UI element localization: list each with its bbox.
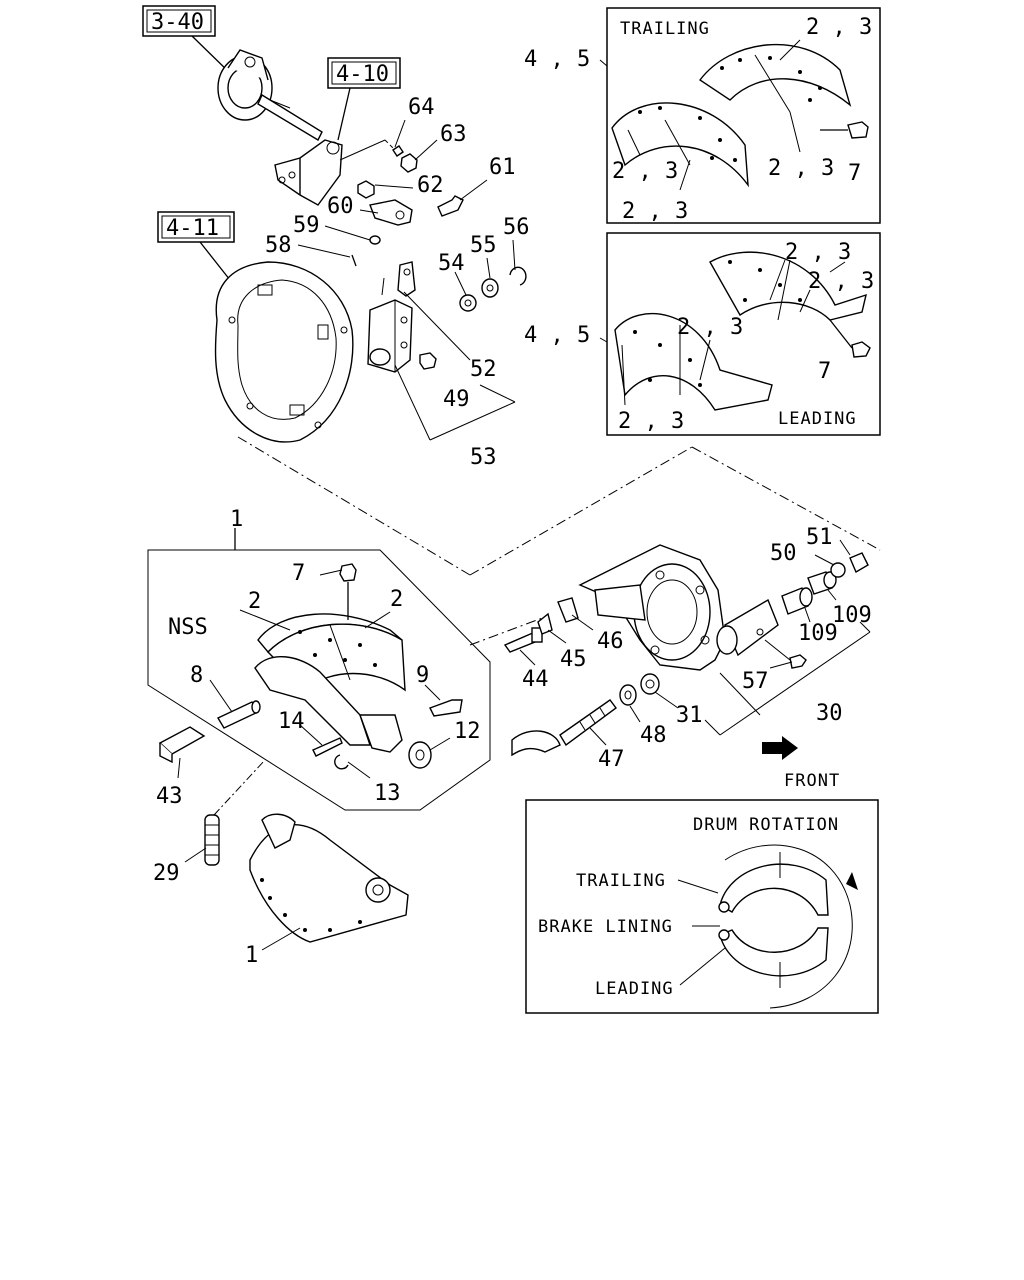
brake-lining-label: BRAKE LINING bbox=[538, 917, 673, 937]
callout-52: 52 bbox=[470, 357, 497, 382]
callout-49: 49 bbox=[443, 387, 470, 412]
callout-109-b: 109 bbox=[798, 621, 838, 646]
callout-53: 53 bbox=[470, 445, 497, 470]
callout-58: 58 bbox=[265, 233, 292, 258]
callout-50: 50 bbox=[770, 541, 797, 566]
callout-43: 43 bbox=[156, 784, 183, 809]
ref-label-4-10: 4-10 bbox=[336, 62, 389, 87]
callout-48: 48 bbox=[640, 723, 667, 748]
lower-shoe-drawing bbox=[158, 726, 409, 943]
trailing-lining-panel: TRAILING bbox=[606, 7, 881, 224]
callout-63: 63 bbox=[440, 122, 467, 147]
callout-7-leading: 7 bbox=[818, 359, 831, 384]
callout-55: 55 bbox=[470, 233, 497, 258]
trailing-label: TRAILING bbox=[576, 871, 666, 891]
front-label: FRONT bbox=[784, 771, 840, 791]
callout-56: 56 bbox=[503, 215, 530, 240]
nss-label: NSS bbox=[168, 615, 208, 640]
callout-51: 51 bbox=[806, 525, 833, 550]
callout-2-3-t3: 2 , 3 bbox=[768, 156, 834, 181]
callout-60: 60 bbox=[327, 194, 354, 219]
ref-label-3-40: 3-40 bbox=[151, 10, 204, 35]
callout-8: 8 bbox=[190, 663, 203, 688]
callout-30: 30 bbox=[816, 701, 843, 726]
callout-54: 54 bbox=[438, 251, 465, 276]
callout-13: 13 bbox=[374, 781, 401, 806]
callout-59: 59 bbox=[293, 213, 320, 238]
leading-label: LEADING bbox=[595, 979, 674, 999]
spider-bracket-drawing bbox=[503, 544, 871, 757]
backing-plate-drawing bbox=[199, 241, 354, 443]
drum-rotation-label: DRUM ROTATION bbox=[693, 815, 839, 835]
callout-12: 12 bbox=[454, 719, 481, 744]
callout-47: 47 bbox=[598, 747, 625, 772]
brake-chamber-drawing bbox=[191, 35, 323, 141]
callouts: 64 63 61 62 60 59 58 56 55 54 52 49 53 4… bbox=[153, 15, 874, 968]
shoe-assembly-group bbox=[147, 528, 491, 811]
callout-2-3-l3: 2 , 3 bbox=[677, 315, 743, 340]
callout-2-right: 2 bbox=[390, 587, 403, 612]
callout-leaders bbox=[177, 39, 851, 951]
callout-44: 44 bbox=[522, 667, 549, 692]
trailing-panel-title: TRAILING bbox=[620, 19, 710, 39]
callout-4-5-trailing: 4 , 5 bbox=[524, 47, 590, 72]
leading-lining-panel: LEADING bbox=[606, 232, 881, 436]
alignment-lines bbox=[237, 436, 881, 646]
ref-box-4-10[interactable]: 4-10 bbox=[327, 57, 401, 89]
drum-rotation-panel: DRUM ROTATION TRAILING BRAKE LINING LEAD… bbox=[525, 799, 879, 1014]
ref-label-4-11: 4-11 bbox=[166, 216, 219, 241]
leading-panel-title: LEADING bbox=[778, 409, 857, 429]
callout-4-5-leading: 4 , 5 bbox=[524, 323, 590, 348]
callout-2-3-l4: 2 , 3 bbox=[618, 409, 684, 434]
callout-109-a: 109 bbox=[832, 603, 872, 628]
callout-2-3-t4: 2 , 3 bbox=[622, 199, 688, 224]
callout-1-assembly: 1 bbox=[230, 507, 243, 532]
callout-45: 45 bbox=[560, 647, 587, 672]
callout-14: 14 bbox=[278, 709, 305, 734]
callout-31: 31 bbox=[676, 703, 703, 728]
callout-2-3-t2: 2 , 3 bbox=[612, 159, 678, 184]
callout-7-trailing: 7 bbox=[848, 161, 861, 186]
callout-9: 9 bbox=[416, 663, 429, 688]
callout-57: 57 bbox=[742, 669, 769, 694]
callout-29: 29 bbox=[153, 861, 180, 886]
front-arrow-icon bbox=[762, 736, 798, 760]
callout-2-3-t1: 2 , 3 bbox=[806, 15, 872, 40]
ref-box-3-40[interactable]: 3-40 bbox=[142, 5, 216, 37]
callout-2-left: 2 bbox=[248, 589, 261, 614]
callout-2-3-l2: 2 , 3 bbox=[808, 269, 874, 294]
callout-1-shoe: 1 bbox=[245, 943, 258, 968]
cam-bracket-drawing bbox=[367, 261, 527, 441]
ref-box-4-11[interactable]: 4-11 bbox=[157, 211, 235, 243]
callout-64: 64 bbox=[408, 95, 435, 120]
callout-46: 46 bbox=[597, 629, 624, 654]
callout-62: 62 bbox=[417, 173, 444, 198]
callout-7: 7 bbox=[292, 561, 305, 586]
bracket-4-10-drawing bbox=[274, 87, 464, 267]
callout-2-3-l1: 2 , 3 bbox=[785, 240, 851, 265]
callout-61: 61 bbox=[489, 155, 516, 180]
